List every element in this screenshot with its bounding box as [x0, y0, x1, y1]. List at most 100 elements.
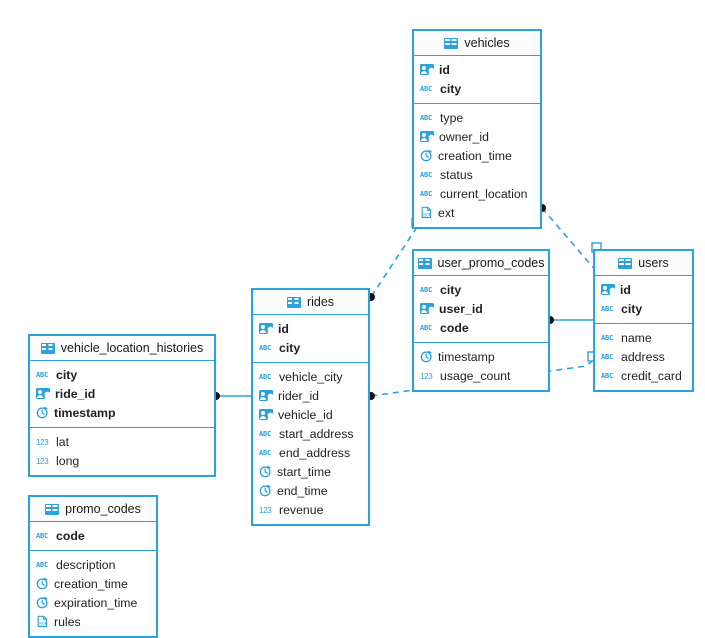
123-icon: 123: [36, 456, 49, 466]
column-name: start_time: [277, 464, 331, 479]
columns-section: ABC description creation_time expiration…: [30, 551, 156, 636]
column-name: city: [279, 340, 301, 355]
json-document-icon: JSON: [420, 206, 433, 219]
column-row[interactable]: timestamp: [414, 347, 548, 366]
column-row[interactable]: ABC code: [30, 526, 156, 545]
column-row[interactable]: start_time: [253, 462, 368, 481]
table-title: rides: [306, 295, 335, 309]
table-users[interactable]: users id ABC city ABC name ABC address A…: [593, 249, 694, 392]
id-card-icon: [259, 323, 273, 334]
table-header-promo-codes[interactable]: promo_codes: [30, 497, 156, 522]
column-row[interactable]: ABC city: [414, 79, 540, 98]
column-row[interactable]: ABC vehicle_city: [253, 367, 368, 386]
column-name: city: [56, 367, 78, 382]
column-row[interactable]: 123 long: [30, 451, 214, 470]
abc-icon: ABC: [601, 371, 614, 380]
column-name: ride_id: [55, 386, 96, 401]
column-name: timestamp: [438, 349, 495, 364]
table-header-user-promo-codes[interactable]: user_promo_codes: [414, 251, 548, 276]
id-card-icon: [420, 64, 434, 75]
column-row[interactable]: owner_id: [414, 127, 540, 146]
column-name: type: [440, 110, 464, 125]
table-title: promo_codes: [65, 502, 141, 516]
primary-key-section: id ABC city: [595, 276, 692, 324]
column-name: expiration_time: [54, 595, 138, 610]
abc-icon: ABC: [36, 560, 49, 569]
column-name: description: [56, 557, 116, 572]
table-user-promo-codes[interactable]: user_promo_codes ABC city user_id ABC co…: [412, 249, 550, 392]
table-header-users[interactable]: users: [595, 251, 692, 276]
column-row[interactable]: 123 revenue: [253, 500, 368, 519]
column-row[interactable]: end_time: [253, 481, 368, 500]
table-title: vehicles: [464, 36, 510, 50]
column-row[interactable]: creation_time: [30, 574, 156, 593]
column-name: credit_card: [621, 368, 682, 383]
table-header-vehicles[interactable]: vehicles: [414, 31, 540, 56]
column-name: user_id: [439, 301, 483, 316]
column-row[interactable]: ABC current_location: [414, 184, 540, 203]
column-row[interactable]: expiration_time: [30, 593, 156, 612]
column-row[interactable]: creation_time: [414, 146, 540, 165]
table-promo-codes[interactable]: promo_codes ABC code ABC description cre…: [28, 495, 158, 638]
abc-icon: ABC: [420, 285, 433, 294]
column-row[interactable]: ABC city: [30, 365, 214, 384]
abc-icon: ABC: [259, 448, 272, 457]
clock-icon: [259, 465, 272, 478]
column-row[interactable]: id: [595, 280, 692, 299]
abc-icon: ABC: [259, 429, 272, 438]
column-row[interactable]: ABC city: [414, 280, 548, 299]
column-name: city: [621, 301, 643, 316]
column-row[interactable]: ride_id: [30, 384, 214, 403]
column-row[interactable]: ABC type: [414, 108, 540, 127]
table-vehicle-location-histories[interactable]: vehicle_location_histories ABC city ride…: [28, 334, 216, 477]
column-name: revenue: [279, 502, 324, 517]
table-rides[interactable]: rides id ABC city ABC vehicle_city rider…: [251, 288, 370, 526]
column-name: city: [440, 282, 462, 297]
column-row[interactable]: ABC address: [595, 347, 692, 366]
column-name: end_time: [277, 483, 328, 498]
abc-icon: ABC: [601, 333, 614, 342]
column-name: id: [439, 62, 450, 77]
primary-key-section: ABC city ride_id timestamp: [30, 361, 214, 428]
column-name: vehicle_id: [278, 407, 333, 422]
abc-icon: ABC: [420, 189, 433, 198]
edge-user-promo-codes-users: [546, 316, 593, 324]
column-row[interactable]: id: [253, 319, 368, 338]
column-row[interactable]: id: [414, 60, 540, 79]
clock-icon: [259, 484, 272, 497]
column-row[interactable]: ABC name: [595, 328, 692, 347]
clock-icon: [36, 406, 49, 419]
column-row[interactable]: ABC end_address: [253, 443, 368, 462]
column-name: end_address: [279, 445, 351, 460]
column-name: status: [440, 167, 473, 182]
table-vehicles[interactable]: vehicles id ABC city ABC type owner_id: [412, 29, 542, 229]
column-row[interactable]: vehicle_id: [253, 405, 368, 424]
column-row[interactable]: ABC description: [30, 555, 156, 574]
columns-section: ABC type owner_id creation_time ABC stat…: [414, 104, 540, 227]
abc-icon: ABC: [420, 113, 433, 122]
column-row[interactable]: user_id: [414, 299, 548, 318]
table-header-vehicle-location-histories[interactable]: vehicle_location_histories: [30, 336, 214, 361]
column-row[interactable]: timestamp: [30, 403, 214, 422]
column-row[interactable]: ABC city: [253, 338, 368, 357]
column-row[interactable]: 123 usage_count: [414, 366, 548, 385]
column-row[interactable]: 123 lat: [30, 432, 214, 451]
column-row[interactable]: ABC credit_card: [595, 366, 692, 385]
table-grid-icon: [417, 257, 432, 269]
column-row[interactable]: ABC status: [414, 165, 540, 184]
column-name: current_location: [440, 186, 528, 201]
table-title: users: [638, 256, 669, 270]
column-row[interactable]: ABC start_address: [253, 424, 368, 443]
column-name: vehicle_city: [279, 369, 343, 384]
column-name: city: [440, 81, 462, 96]
table-header-rides[interactable]: rides: [253, 290, 368, 315]
column-row[interactable]: JSON ext: [414, 203, 540, 222]
column-row[interactable]: ABC code: [414, 318, 548, 337]
column-row[interactable]: rider_id: [253, 386, 368, 405]
column-row[interactable]: ABC city: [595, 299, 692, 318]
column-row[interactable]: JSON rules: [30, 612, 156, 631]
id-card-icon: [259, 390, 273, 401]
svg-text:JSON: JSON: [38, 622, 48, 627]
primary-key-section: id ABC city: [414, 56, 540, 104]
